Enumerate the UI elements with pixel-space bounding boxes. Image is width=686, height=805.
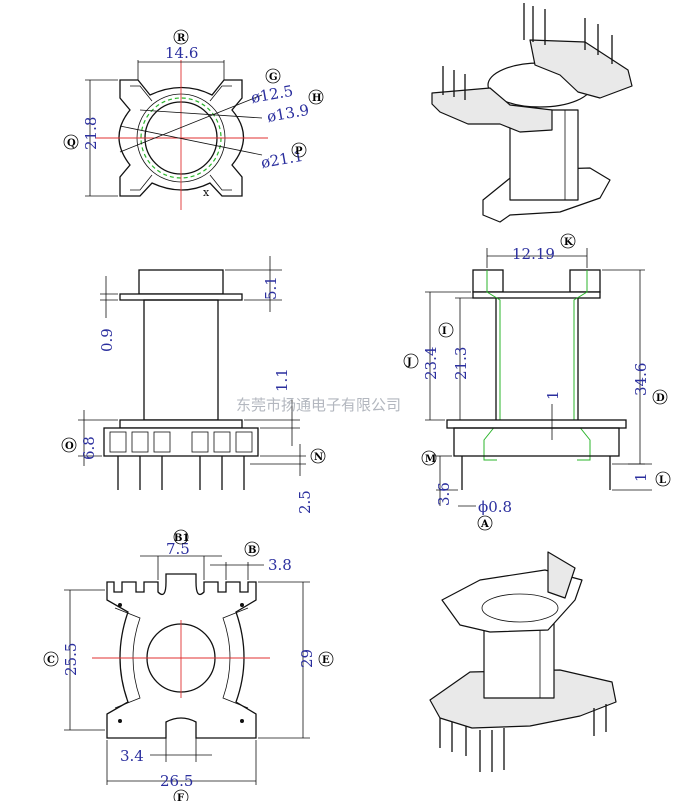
iso2-bore: [481, 593, 559, 623]
dim-top-height: 21.8: [82, 117, 100, 150]
dim-pitch-b1: 7.5: [166, 540, 190, 558]
dim-h2: 21.3: [452, 347, 470, 380]
section-top-left: [472, 269, 504, 293]
label-circle: [173, 29, 189, 45]
label-circle: [308, 89, 324, 105]
mark-x: x: [203, 186, 210, 199]
front-top-lip: [119, 293, 243, 301]
label-P: P: [295, 146, 303, 157]
label-F: F: [177, 793, 184, 801]
front-view: 5.1 0.9 1.1 6.8 2.5 O N: [61, 256, 326, 514]
label-R: R: [177, 33, 186, 44]
dim-top-flange: 5.1: [262, 276, 280, 300]
iso2-pins: [439, 704, 607, 772]
label-G: G: [269, 72, 278, 83]
label-J: J: [406, 357, 412, 368]
label-D: D: [656, 393, 665, 404]
section-view: 12.19 K 34.6 D 23.4 21.3 I J 1 3.6 M ϕ0.…: [403, 233, 671, 531]
label-B1: B1: [174, 533, 189, 544]
top-view-inner-edge: [130, 85, 232, 102]
label-circle: [265, 68, 281, 84]
dim-base-h: 6.8: [80, 436, 98, 460]
label-I: I: [442, 326, 447, 337]
dim-width-f: 26.5: [160, 772, 193, 790]
front-top-flange: [138, 269, 224, 295]
section-base-top: [446, 419, 627, 429]
iso1-pin-block-left: [431, 87, 553, 133]
iso2-top-tab: [547, 551, 576, 599]
front-pins: [117, 456, 245, 490]
dim-pitch-b: 3.8: [268, 556, 292, 574]
label-Q: Q: [67, 138, 76, 149]
label-K: K: [564, 237, 573, 248]
dim-d2: ø13.9: [266, 101, 311, 126]
dim-height-e: 29: [298, 649, 316, 668]
label-E: E: [322, 655, 330, 666]
label-M: M: [425, 454, 436, 465]
dim-inner-w: 12.19: [512, 245, 555, 263]
dim-slot: 3.4: [120, 747, 144, 765]
dim-h1: 23.4: [422, 347, 440, 380]
dim-pin-step: 1: [632, 472, 650, 482]
front-base: [103, 427, 259, 457]
iso2-top-flange: [441, 569, 583, 633]
label-L: L: [659, 475, 666, 486]
dim-flange-gap: 0.9: [98, 328, 116, 352]
dim-height-c: 25.5: [62, 643, 80, 676]
dim-pin-len: 2.5: [296, 490, 314, 514]
label-circle: [63, 134, 79, 150]
leader-d1: [119, 94, 263, 153]
section-base: [453, 427, 620, 457]
label-circle: [291, 142, 307, 158]
iso-view-bottom: [429, 551, 617, 772]
front-pin-windows: [109, 431, 253, 453]
dim-d1: ø12.5: [250, 82, 295, 107]
top-view: 14.6 21.8 ø12.5 ø13.9 ø21.1 x R Q G H P: [63, 29, 324, 210]
dim-pin-d: ϕ0.8: [478, 498, 512, 516]
label-O: O: [65, 441, 74, 452]
label-C: C: [47, 655, 55, 666]
iso-view-top: [431, 3, 633, 223]
iso1-pin-block-right: [529, 39, 633, 99]
dim-step: 1.1: [273, 368, 291, 392]
label-A: A: [480, 519, 489, 530]
front-tube: [143, 299, 219, 421]
dim-top-width: 14.6: [165, 44, 198, 62]
bottom-view: 7.5 B1 3.8 B 25.5 C 29 E 3.4 26.5 F: [43, 529, 334, 805]
bottom-view-outline: [106, 573, 257, 739]
leader-d3: [119, 125, 263, 156]
label-N: N: [314, 452, 323, 463]
label-H: H: [312, 93, 321, 104]
watermark: 东莞市扬通电子有限公司: [236, 396, 401, 414]
section-top-right: [569, 269, 601, 293]
top-view-inner-edge-bottom: [130, 174, 232, 191]
dim-wall: 1: [544, 390, 562, 400]
front-base-top: [119, 419, 243, 429]
label-B: B: [248, 545, 256, 556]
section-top-lip: [472, 291, 601, 299]
dim-total-h: 34.6: [632, 363, 650, 396]
dim-pin-len-sec: 3.6: [435, 482, 453, 506]
leader-d2: [139, 109, 263, 119]
